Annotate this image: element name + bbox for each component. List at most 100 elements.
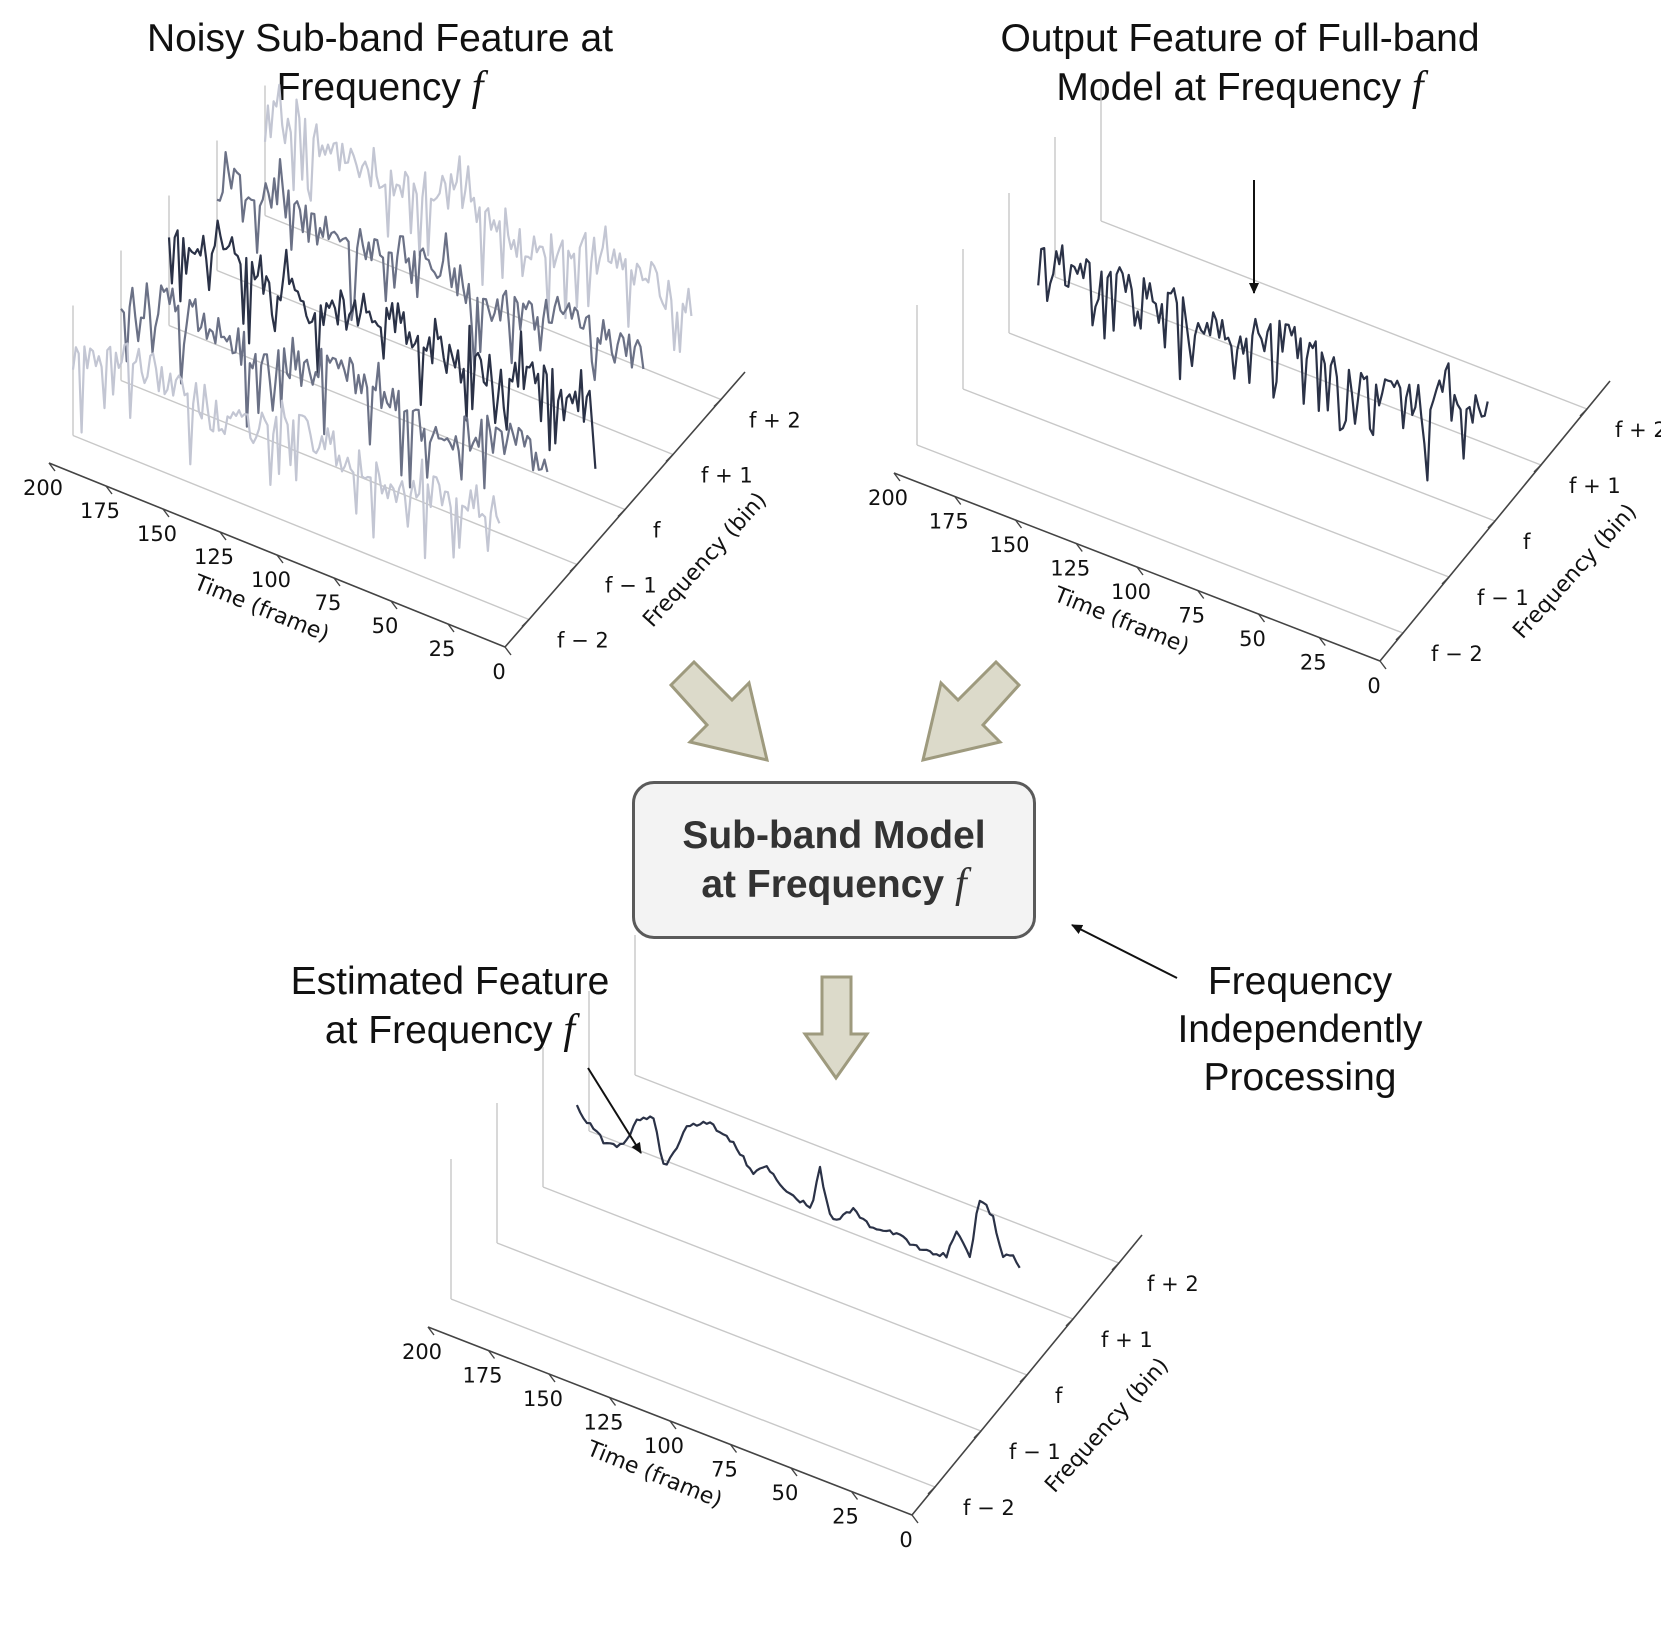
time-tick-label: 75 <box>315 591 342 615</box>
time-tick-label: 50 <box>372 614 399 638</box>
noisy-title-line2: Frequency f <box>100 63 660 112</box>
series-line-fminus1 <box>120 282 549 490</box>
time-tick-label: 75 <box>1178 604 1205 628</box>
frequency-tick <box>1019 1374 1028 1383</box>
frequency-tick-label: f <box>1523 530 1531 554</box>
time-tick-label: 0 <box>1367 674 1380 698</box>
time-tick <box>954 496 962 505</box>
estimated-title-symbol: f <box>563 1007 576 1053</box>
frequency-tick <box>1111 1262 1120 1271</box>
model-box-symbol: f <box>954 860 967 907</box>
block-arrow-down <box>802 975 870 1081</box>
frequency-tick-label: f + 2 <box>1147 1272 1199 1296</box>
frequency-tick-label: f + 1 <box>1569 474 1621 498</box>
frequency-tick <box>1487 520 1496 529</box>
time-tick-label: 0 <box>492 660 505 684</box>
time-tick <box>790 1467 798 1477</box>
time-tick-label: 100 <box>251 568 291 592</box>
time-tick-label: 150 <box>137 522 177 546</box>
fullband-title-line1: Output Feature of Full-band <box>1000 17 1480 60</box>
time-tick <box>893 472 901 482</box>
series-line-f <box>575 1104 1021 1269</box>
bin-rail <box>72 434 530 621</box>
time-tick <box>729 1444 738 1453</box>
noisy-title-line2-text: Frequency <box>276 66 461 109</box>
time-tick-label: 150 <box>989 533 1029 557</box>
bin-rail <box>1008 332 1496 522</box>
estimated-title-line1: Estimated Feature <box>290 960 610 1003</box>
bin-rail <box>588 1130 1074 1320</box>
frequency-tick <box>1441 576 1450 585</box>
processing-pointer-arrow <box>1071 924 1178 979</box>
frequency-tick-label: f + 2 <box>1615 418 1661 442</box>
time-tick-label: 175 <box>80 499 120 523</box>
time-tick <box>427 1326 435 1336</box>
time-tick <box>1197 590 1205 599</box>
frequency-tick <box>1065 1318 1074 1327</box>
fullband-title-symbol: f <box>1411 64 1424 110</box>
time-tick-label: 25 <box>1300 651 1327 675</box>
frequency-tick <box>521 619 530 627</box>
model-box-line1: Sub-band Model <box>682 813 986 857</box>
bin-rail <box>542 1186 1028 1376</box>
time-tick-label: 200 <box>402 1340 442 1364</box>
time-tick <box>669 1420 677 1430</box>
time-tick-label: 175 <box>462 1364 502 1388</box>
series-line-fplus2 <box>263 83 693 353</box>
fullband-title-line2-text: Model at Frequency <box>1056 66 1402 109</box>
time-tick-label: 200 <box>868 486 908 510</box>
time-tick <box>1318 637 1326 646</box>
frequency-tick-label: f <box>653 519 661 543</box>
time-tick <box>1136 566 1144 576</box>
time-tick-label: 125 <box>583 1411 623 1435</box>
noisy-title-line1: Noisy Sub-band Feature at <box>146 17 614 60</box>
series-line-fminus2 <box>71 342 501 560</box>
frequency-axis-label: Frequency (bin) <box>638 488 772 632</box>
time-tick-label: 125 <box>194 545 234 569</box>
time-tick <box>105 485 113 495</box>
bin-rail <box>916 444 1404 634</box>
bin-rail <box>1100 220 1588 410</box>
fullband-feature-title: Output Feature of Full-band Model at Fre… <box>960 15 1520 112</box>
time-tick-label: 175 <box>929 510 969 534</box>
time-tick <box>276 554 284 564</box>
time-tick-label: 25 <box>429 637 456 661</box>
estimated-title-line2-text: at Frequency <box>324 1009 553 1052</box>
frequency-tick <box>617 509 626 517</box>
time-tick <box>504 646 512 656</box>
frequency-tick-label: f − 1 <box>1009 1440 1061 1464</box>
frequency-axis-label: Frequency (bin) <box>1508 499 1642 643</box>
series-line-f <box>1037 244 1489 482</box>
bin-rail <box>496 1242 982 1432</box>
time-tick <box>1014 519 1023 529</box>
frequency-tick <box>927 1486 936 1495</box>
frequency-axis-label: Frequency (bin) <box>1040 1353 1174 1497</box>
time-tick <box>219 531 227 541</box>
frequency-tick <box>1533 464 1542 473</box>
frequency-tick-label: f + 1 <box>1101 1328 1153 1352</box>
frequency-tick <box>569 564 578 572</box>
time-tick-label: 50 <box>772 1481 799 1505</box>
bin-rail <box>264 214 722 401</box>
time-tick-label: 125 <box>1050 557 1090 581</box>
time-tick-label: 50 <box>1239 627 1266 651</box>
time-tick <box>850 1491 859 1500</box>
noisy-title-symbol: f <box>471 64 484 110</box>
frequency-tick-label: f − 1 <box>605 574 657 598</box>
time-tick-label: 100 <box>644 1434 684 1458</box>
time-tick-label: 75 <box>711 1458 738 1482</box>
bin-rail <box>120 379 578 566</box>
time-tick <box>1379 660 1387 670</box>
frequency-tick-label: f − 2 <box>963 1496 1015 1520</box>
time-tick <box>1075 543 1083 552</box>
series-line-fplus1 <box>216 151 645 382</box>
time-tick <box>447 623 455 633</box>
time-tick-label: 0 <box>899 1528 912 1552</box>
model-box-line2: at Frequency f <box>701 860 966 909</box>
fullband-title-line2: Model at Frequency f <box>960 63 1520 112</box>
frequency-tick-label: f + 2 <box>749 409 801 433</box>
estimated-pointer-arrow <box>587 1067 642 1154</box>
series-line-f <box>167 219 597 469</box>
